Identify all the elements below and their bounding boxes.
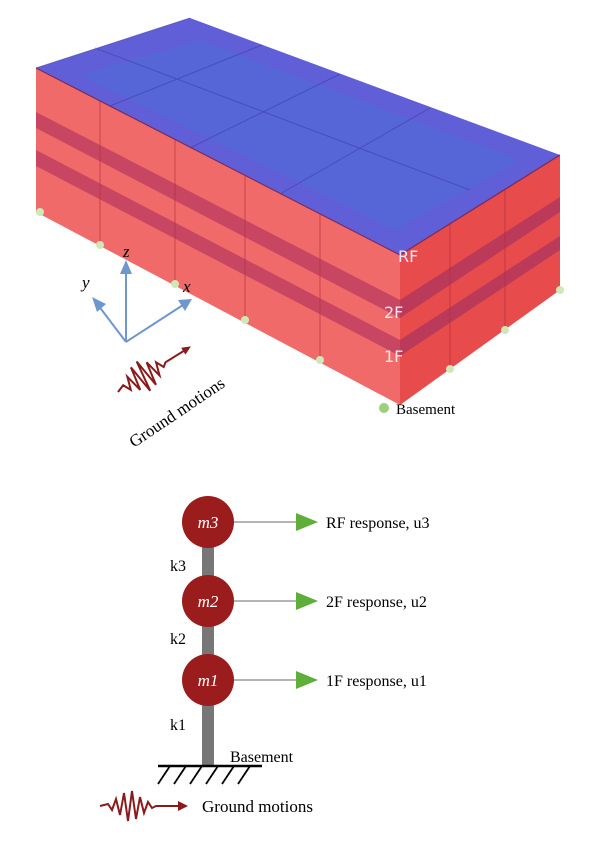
floor-band-1f [36, 150, 400, 356]
building-ground-motion-label: Ground motions [126, 374, 229, 452]
roof-partition-lines [35, 17, 471, 195]
model-ground-motion-wave-icon [99, 790, 188, 822]
floor-label-2f: 2F [384, 303, 403, 322]
mass-label-m1: m1 [198, 671, 219, 690]
response-arrowhead-u3-icon [296, 513, 318, 531]
base-hatch [157, 765, 251, 785]
response-arrowhead-u1-icon [296, 671, 318, 689]
floor-label-1f: 1F [384, 347, 403, 366]
y-axis-arrowhead-icon [92, 297, 106, 312]
mass-node-m3 [182, 496, 234, 548]
building-front-face [36, 68, 400, 405]
coordinate-axes [97, 272, 184, 343]
stiffness-label-k1: k1 [170, 717, 186, 734]
axis-label-z: z [122, 242, 130, 261]
z-axis-arrowhead-icon [120, 260, 132, 274]
response-label-u3: RF response, u3 [326, 515, 430, 532]
response-arrowhead-u2-icon [296, 592, 318, 610]
mass-label-m2: m2 [198, 592, 219, 611]
response-label-u2: 2F response, u2 [326, 594, 427, 611]
model-basement-label: Basement [230, 749, 294, 766]
floor-band-right-1f [400, 236, 560, 356]
floor-band-2f [36, 112, 400, 318]
mass-node-m1 [182, 654, 234, 706]
support-nodes [36, 208, 564, 413]
floor-label-rf: RF [398, 247, 418, 266]
building-roof [36, 18, 560, 255]
building-3d-model: RF 2F 1F Basement [35, 17, 564, 418]
x-axis-arrowhead-icon [178, 299, 192, 311]
roof-inner-shade [80, 40, 520, 230]
building-outline [35, 67, 561, 256]
axis-label-y: y [80, 273, 90, 292]
axis-arrowheads [92, 260, 192, 312]
mass-label-m3: m3 [198, 513, 219, 532]
building-basement-label: Basement [396, 402, 456, 418]
response-label-u1: 1F response, u1 [326, 673, 427, 690]
mass-node-m2 [182, 575, 234, 627]
stiffness-label-k2: k2 [170, 631, 186, 648]
model-ground-motion-label: Ground motions [202, 797, 313, 816]
column-segment [202, 528, 214, 766]
lumped-mass-model: Basement m3 RF response, u3 k3 m2 2F res… [99, 496, 430, 822]
front-column-lines [99, 101, 506, 369]
axis-label-x: x [182, 277, 191, 296]
ground-motion-wave-icon [117, 346, 191, 393]
stiffness-label-k3: k3 [170, 558, 186, 575]
floor-band-right-2f [400, 197, 560, 318]
building-right-face [400, 155, 560, 405]
